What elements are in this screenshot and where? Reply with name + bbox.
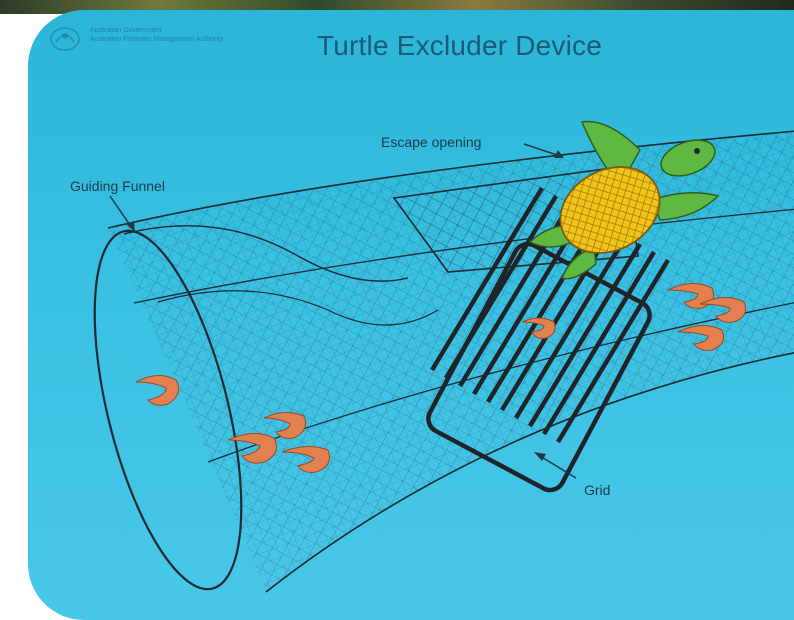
shrimp	[136, 375, 179, 405]
escape-opening-label: Escape opening	[381, 134, 481, 150]
grid-label: Grid	[584, 482, 610, 498]
ted-diagram	[28, 10, 794, 620]
guiding-funnel-label: Guiding Funnel	[70, 178, 165, 194]
slide-background: Australian Government Australian Fisheri…	[28, 10, 794, 620]
